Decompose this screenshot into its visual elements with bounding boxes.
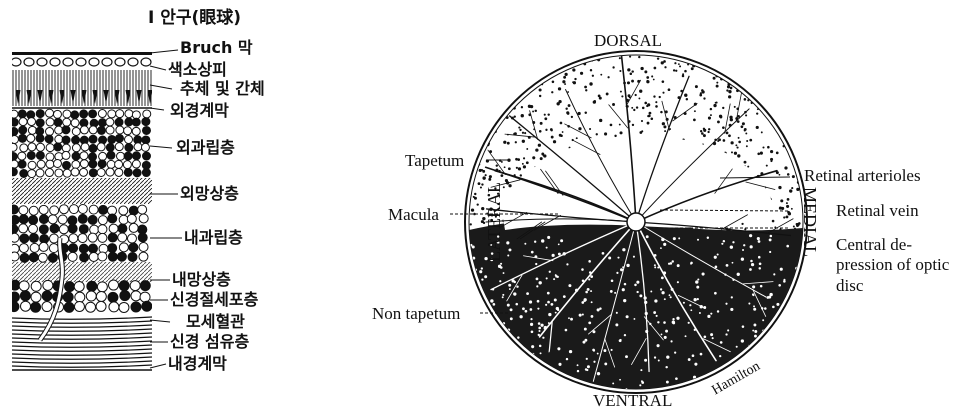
label-non-tapetum: Non tapetum (372, 305, 460, 322)
label-retinal-arterioles: Retinal arterioles (804, 167, 921, 184)
label-central-depression-line2: pression of optic (836, 256, 949, 273)
fundus-orientation-lateral: LATERAL (485, 182, 503, 262)
fundus-disc (465, 51, 807, 395)
label-capillary: 모세혈관 (186, 314, 245, 330)
label-central-depression-line3: disc (836, 277, 863, 294)
label-outer-plexiform-layer: 외망상층 (180, 186, 239, 202)
label-outer-limiting-membrane: 외경계막 (170, 103, 229, 119)
retina-section-title: I 안구(眼球) (148, 10, 241, 27)
retina-section-drawing (9, 52, 153, 370)
label-macula: Macula (388, 206, 439, 223)
label-ganglion-cell-layer: 신경절세포층 (170, 292, 258, 308)
retina-leader-lines (150, 50, 182, 368)
label-inner-plexiform-layer: 내망상층 (172, 272, 231, 288)
label-inner-nuclear-layer: 내과립층 (184, 230, 243, 246)
label-retinal-vein: Retinal vein (836, 202, 919, 219)
label-inner-limiting-membrane: 내경계막 (168, 356, 227, 372)
label-rods-cones: 추체 및 간체 (180, 81, 265, 97)
fundus-orientation-ventral: VENTRAL (593, 392, 672, 409)
fundus-orientation-dorsal: DORSAL (594, 32, 662, 49)
fundus-orientation-medial: MEDIAL (801, 187, 819, 257)
label-pigment-epithelium: 색소상피 (168, 62, 227, 78)
label-bruch-membrane: Bruch 막 (180, 40, 253, 56)
label-tapetum: Tapetum (405, 152, 464, 169)
label-nerve-fiber-layer: 신경 섬유층 (170, 334, 249, 350)
label-central-depression-line1: Central de- (836, 236, 912, 253)
label-outer-nuclear-layer: 외과립층 (176, 140, 235, 156)
